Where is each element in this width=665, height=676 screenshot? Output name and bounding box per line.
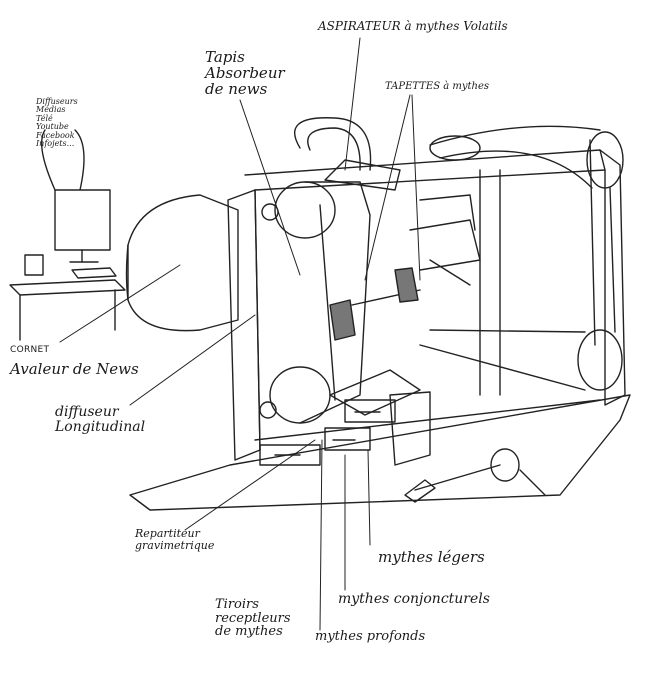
base-platform-drawing <box>129 394 631 511</box>
label-avaleur-de-news: Avaleur de News <box>10 360 139 378</box>
label-mythes-conjoncturels: mythes conjoncturels <box>338 591 490 607</box>
label-repartiteur-line1: Repartiteur <box>135 527 200 540</box>
crank-drawing <box>404 448 546 503</box>
label-diffuseur-line2: Longitudinal <box>55 418 146 435</box>
label-diffuseur-line1: diffuseur <box>55 404 119 420</box>
label-mythes-legers: mythes légers <box>378 548 485 566</box>
repartiteur-drawing <box>329 369 431 466</box>
label-diffuseurs-line2: Médias <box>36 105 66 115</box>
label-tapis-line1: Tapis <box>205 48 245 66</box>
tapettes-drawing <box>329 194 481 341</box>
desk-monitor-drawing <box>9 129 126 341</box>
label-tapis-line2: Absorbeur <box>205 63 285 82</box>
label-tiroirs-line1: Tiroirs <box>215 597 259 612</box>
label-aspirateur: ASPIRATEUR à mythes Volatils <box>318 19 508 33</box>
label-repartiteur-line2: gravimetrique <box>135 538 215 552</box>
label-diffuseurs-line1: Diffuseurs <box>36 97 78 106</box>
label-tiroirs-line2: receptleurs <box>215 610 291 626</box>
label-tapis-line3: de news <box>205 79 268 98</box>
label-tiroirs-line3: de mythes <box>215 624 283 640</box>
label-repartiteur: Repartiteur gravimetrique <box>135 528 214 551</box>
label-tiroirs: Tiroirs receptleurs de mythes <box>215 598 291 639</box>
pulleys-drawing <box>419 125 624 391</box>
cornet-funnel-drawing <box>125 194 239 332</box>
label-diffuseurs-line3: Télé <box>36 113 53 123</box>
suction-hose-drawing <box>294 117 401 191</box>
label-tapette: TAPETTES à mythes <box>385 81 490 92</box>
label-diffuseur-longitudinal: diffuseur Longitudinal <box>55 405 145 434</box>
label-diffuseurs-medias: Diffuseurs Médias Télé Youtube Facebook … <box>36 97 78 148</box>
label-mythes-profonds: mythes profonds <box>315 629 426 644</box>
belt-rollers-drawing <box>259 181 371 424</box>
label-tapis: Tapis Absorbeur de news <box>205 48 285 98</box>
leader-lines <box>59 37 421 631</box>
label-diffuseurs-line4: Youtube <box>36 122 69 132</box>
frame-drawing <box>227 149 626 461</box>
label-diffuseurs-line6: Infojets... <box>36 138 75 148</box>
label-diffuseurs-line5: Facebook <box>36 130 75 140</box>
label-cornet: CORNET <box>10 345 50 355</box>
drawers-drawing <box>259 399 396 466</box>
